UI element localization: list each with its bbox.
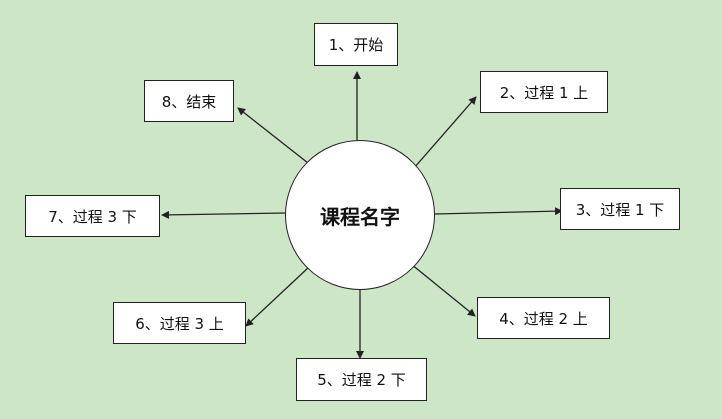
node-process-2-up-label: 4、过程 2 上 <box>499 309 588 328</box>
node-process-2-up: 4、过程 2 上 <box>477 297 610 339</box>
node-process-3-up-label: 6、过程 3 上 <box>135 314 224 333</box>
node-process-1-up-label: 2、过程 1 上 <box>499 83 589 102</box>
node-start-label: 1、开始 <box>328 36 384 54</box>
course-name-label: 课程名字 <box>320 204 400 229</box>
node-process-3-down: 7、过程 3 下 <box>25 195 160 237</box>
node-process-2-down: 5、过程 2 下 <box>296 358 427 401</box>
arrow-to-process-3-up <box>245 266 310 327</box>
node-end: 8、结束 <box>144 80 234 122</box>
arrow-to-end <box>237 107 309 164</box>
node-process-3-down-label: 7、过程 3 下 <box>48 207 137 226</box>
node-process-1-down-label: 3、过程 1 下 <box>575 200 665 219</box>
node-end-label: 8、结束 <box>161 92 217 111</box>
arrow-to-process-1-down <box>434 207 563 216</box>
course-name-circle: 课程名字 <box>285 140 435 290</box>
node-process-3-up: 6、过程 3 上 <box>113 302 246 344</box>
arrow-to-process-1-up <box>413 96 477 169</box>
node-process-1-up: 2、过程 1 上 <box>480 71 608 113</box>
arrow-to-process-3-down <box>161 210 286 219</box>
node-process-2-down-label: 5、过程 2 下 <box>317 371 406 389</box>
node-process-1-down: 3、过程 1 下 <box>560 188 680 230</box>
node-start: 1、开始 <box>314 23 398 66</box>
arrow-to-process-2-up <box>410 263 476 317</box>
